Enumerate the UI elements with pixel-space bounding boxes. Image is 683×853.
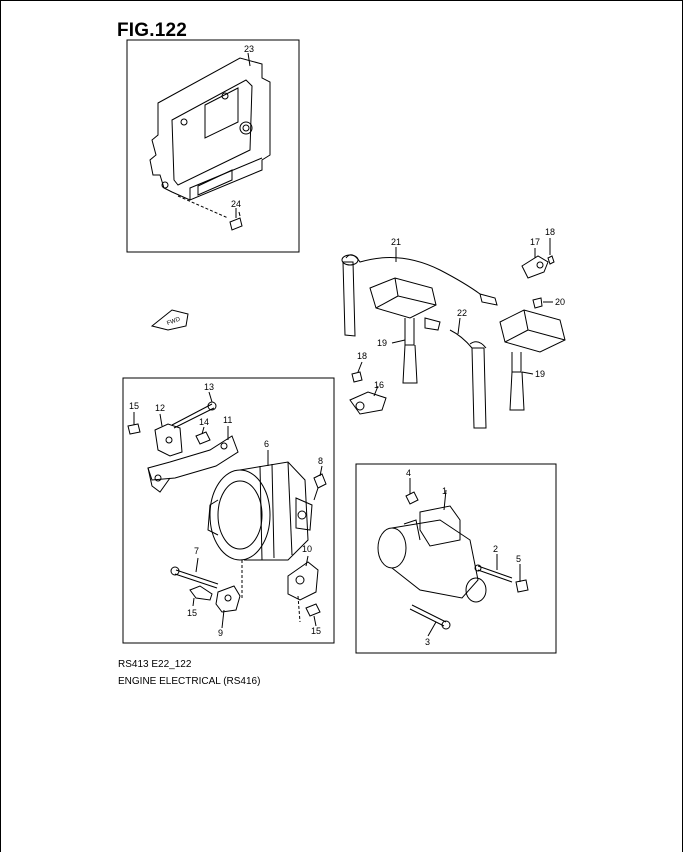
callout-7: 7 (194, 546, 199, 556)
callout-9: 9 (218, 628, 223, 638)
ecu-panel (126, 39, 300, 253)
bolt-18-top (547, 255, 555, 265)
bolt-15-a (127, 423, 141, 435)
bolt-15-c (305, 603, 321, 617)
nut-4 (405, 491, 419, 505)
callout-16: 16 (374, 380, 384, 390)
callout-21: 21 (391, 237, 401, 247)
starter-motor-1 (377, 505, 487, 603)
nut-5 (515, 579, 529, 593)
callout-18-left: 18 (357, 351, 367, 361)
bracket-10 (287, 561, 319, 601)
callout-5: 5 (516, 554, 521, 564)
alternator-bracket-11 (147, 435, 239, 493)
figure-code: RS413 E22_122 (118, 659, 192, 670)
callout-2: 2 (493, 544, 498, 554)
callout-3: 3 (425, 637, 430, 647)
bolt-20 (532, 297, 543, 309)
callout-4: 4 (406, 468, 411, 478)
callout-17: 17 (530, 237, 540, 247)
callout-22: 22 (457, 308, 467, 318)
callout-8: 8 (318, 456, 323, 466)
bolt-13 (171, 401, 217, 429)
bolt-24 (229, 211, 243, 231)
bracket-9 (215, 585, 241, 613)
callout-6: 6 (264, 439, 269, 449)
callout-12: 12 (155, 403, 165, 413)
callout-19-left: 19 (377, 338, 387, 348)
alternator-panel (122, 377, 335, 644)
bolt-3 (409, 604, 451, 630)
spark-plug-wire-22 (449, 329, 487, 429)
callout-14: 14 (199, 417, 209, 427)
starter-panel (355, 463, 557, 654)
callout-10: 10 (302, 544, 312, 554)
spark-plug-wire-21 (341, 254, 498, 337)
callout-18-top: 18 (545, 227, 555, 237)
fwd-arrow (150, 309, 189, 331)
callout-15-c: 15 (311, 626, 321, 636)
fwd-label: FWD (166, 316, 182, 327)
callout-11: 11 (223, 415, 232, 425)
callout-23: 23 (244, 44, 254, 54)
bolt-7 (170, 566, 219, 589)
figure-caption: ENGINE ELECTRICAL (RS416) (118, 676, 261, 687)
bolt-18-left (351, 371, 363, 383)
sensor-17 (521, 255, 549, 279)
callout-15-b: 15 (187, 608, 197, 618)
callout-1: 1 (442, 486, 447, 496)
bolt-15-b (189, 585, 213, 601)
bolt-14 (195, 431, 211, 445)
figure-title: FIG.122 (117, 20, 188, 41)
bolt-2 (474, 564, 513, 583)
callout-20: 20 (555, 297, 565, 307)
bracket-12 (154, 423, 183, 457)
alternator-6 (207, 461, 313, 561)
sensor-16 (349, 391, 387, 415)
bolt-8 (313, 473, 327, 501)
ignition-coil-right (499, 309, 566, 411)
callout-13: 13 (204, 382, 214, 392)
callout-15-a: 15 (129, 401, 139, 411)
callout-24: 24 (231, 199, 241, 209)
callout-19-right: 19 (535, 369, 545, 379)
ecu-unit (149, 57, 271, 219)
ignition-coil-left (369, 277, 441, 384)
